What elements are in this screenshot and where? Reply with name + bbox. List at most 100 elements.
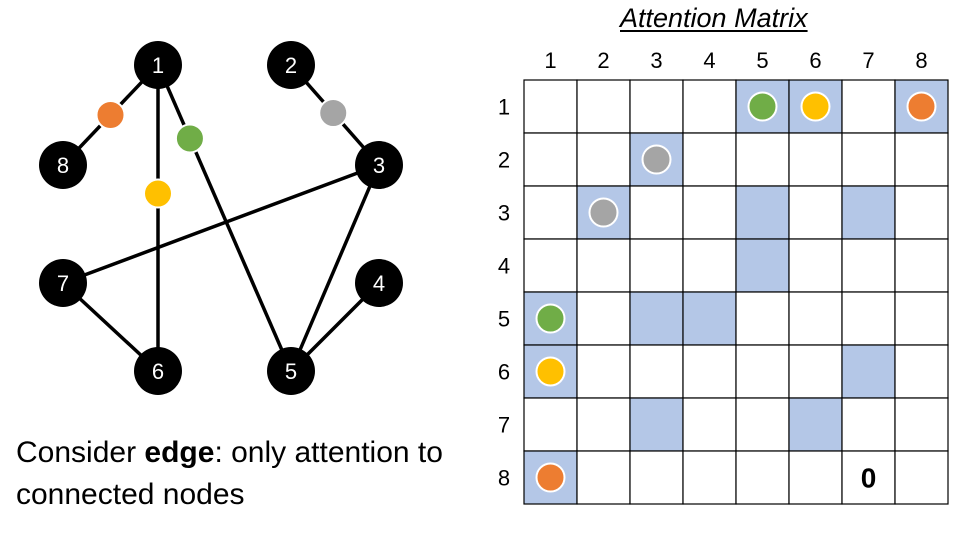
matrix-cell (576, 238, 631, 293)
matrix-cell (576, 291, 631, 346)
node-6: 6 (134, 347, 182, 395)
edge-1-5 (156, 64, 293, 372)
matrix-cell (523, 79, 578, 134)
node-label: 6 (152, 359, 164, 384)
node-circle (267, 347, 315, 395)
matrix-cell (629, 185, 684, 240)
matrix-cell (682, 397, 737, 452)
row-label-2: 2 (498, 148, 510, 173)
matrix-cell (523, 238, 578, 293)
row-label-4: 4 (498, 254, 510, 279)
node-label: 5 (285, 359, 297, 384)
col-label-1: 1 (544, 48, 556, 73)
node-3: 3 (355, 141, 403, 189)
matrix-cell (788, 291, 843, 346)
matrix-cell (841, 185, 896, 240)
matrix-dot-green (747, 91, 778, 122)
edge-3-5 (289, 164, 381, 372)
matrix-cell (682, 344, 737, 399)
node-label: 1 (152, 53, 164, 78)
matrix-cell (788, 344, 843, 399)
edge-markers (95, 98, 349, 209)
node-label: 3 (373, 153, 385, 178)
matrix-cell (788, 450, 843, 505)
row-label-3: 3 (498, 201, 510, 226)
matrix-cell (841, 132, 896, 187)
edge-marker-green (174, 123, 205, 154)
matrix-cell (629, 450, 684, 505)
matrix-cell (629, 291, 684, 346)
matrix-dot-orange (535, 462, 566, 493)
zero-label: 0 (861, 463, 877, 494)
row-label-7: 7 (498, 413, 510, 438)
matrix-cell (841, 238, 896, 293)
graph-nodes: 1 2 3 4 5 6 7 8 (39, 41, 403, 395)
matrix-dot-gray (588, 197, 619, 228)
matrix-cell (523, 132, 578, 187)
node-circle (355, 259, 403, 307)
matrix-cell (735, 238, 790, 293)
node-circle (267, 41, 315, 89)
matrix-cell (735, 397, 790, 452)
row-label-8: 8 (498, 466, 510, 491)
node-8: 8 (39, 141, 87, 189)
matrix-cell (629, 397, 684, 452)
matrix-cell (841, 291, 896, 346)
matrix-cell (735, 291, 790, 346)
matrix-cell (682, 132, 737, 187)
caption: Consider edge: only attention to connect… (16, 432, 466, 516)
matrix-cell (523, 185, 578, 240)
node-circle (39, 259, 87, 307)
matrix-cell (735, 344, 790, 399)
matrix-cell (894, 397, 949, 452)
node-circle (134, 41, 182, 89)
edge-marker-gray (318, 98, 349, 128)
matrix-cell (682, 185, 737, 240)
node-label: 2 (285, 53, 297, 78)
matrix-title: Attention Matrix (620, 3, 808, 33)
matrix-cell (841, 397, 896, 452)
node-2: 2 (267, 41, 315, 89)
caption-suffix: : only attention to connected nodes (16, 436, 443, 511)
matrix-cell (894, 291, 949, 346)
matrix-cell (629, 238, 684, 293)
node-label: 8 (57, 153, 69, 178)
matrix-cell (735, 132, 790, 187)
caption-bold-term: edge (144, 436, 215, 469)
matrix-cell (788, 397, 843, 452)
col-label-8: 8 (915, 48, 927, 73)
node-label: 7 (57, 271, 69, 296)
matrix-cell (576, 397, 631, 452)
matrix-cell (788, 238, 843, 293)
matrix-cell (682, 79, 737, 134)
matrix-cell (788, 132, 843, 187)
matrix-cell (841, 79, 896, 134)
matrix-cell (576, 79, 631, 134)
col-label-7: 7 (862, 48, 874, 73)
matrix-cell (629, 79, 684, 134)
matrix-cell (682, 238, 737, 293)
row-label-6: 6 (498, 360, 510, 385)
matrix-cell (576, 344, 631, 399)
col-label-5: 5 (756, 48, 768, 73)
caption-prefix: Consider (16, 436, 145, 469)
matrix-dot-green (535, 303, 566, 334)
node-5: 5 (267, 347, 315, 395)
matrix-cell (682, 450, 737, 505)
matrix-cell (788, 185, 843, 240)
matrix-cell (841, 344, 896, 399)
matrix-cell (682, 291, 737, 346)
node-7: 7 (39, 259, 87, 307)
matrix-dot-yellow (535, 356, 566, 387)
edge-marker-orange (95, 100, 126, 130)
matrix-cell (894, 238, 949, 293)
col-label-2: 2 (597, 48, 609, 73)
node-circle (39, 141, 87, 189)
matrix-cell (894, 132, 949, 187)
node-4: 4 (355, 259, 403, 307)
col-label-6: 6 (809, 48, 821, 73)
row-label-5: 5 (498, 307, 510, 332)
matrix-cell (894, 450, 949, 505)
matrix-cell (894, 185, 949, 240)
